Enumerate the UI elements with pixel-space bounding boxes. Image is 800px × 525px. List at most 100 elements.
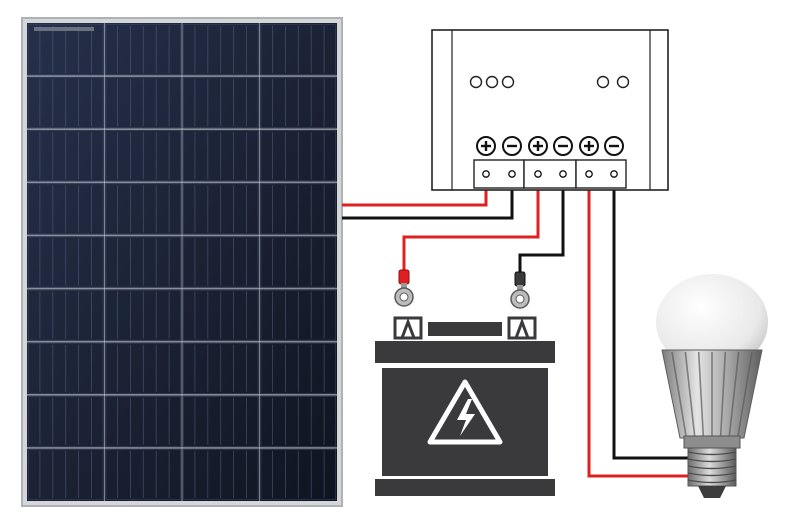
solar-cell [260,395,336,447]
terminal-screw [585,170,593,178]
battery-negative-terminal [507,316,537,340]
wire-load-positive [587,182,688,478]
terminal-screw [534,170,542,178]
wire-layer [342,182,688,478]
terminal-screw [610,170,618,178]
solar-cell [183,395,259,447]
bulb-screw-threads [687,451,737,484]
solar-cell [183,289,259,341]
battery-lid [375,341,555,363]
terminal-group-battery [523,159,577,189]
screw-thread [687,458,737,463]
led-bulb-icon [656,274,768,498]
solar-cell [183,77,259,129]
indicator-group-left [469,75,515,89]
battery-base [375,479,555,496]
solar-cell [260,130,336,182]
solar-panel-label [34,27,94,31]
solar-cell [105,342,181,394]
solar-cell [28,449,104,500]
bulb-heatsink-fins [671,351,753,437]
ring-terminal-neck [401,283,407,289]
solar-cell [260,77,336,129]
solar-cell [105,236,181,288]
screw-thread [687,451,737,456]
solar-cell [28,236,104,288]
solar-cell [183,183,259,235]
battery-icon [375,316,555,496]
solar-cell [183,130,259,182]
indicator-led [469,75,483,89]
solar-cell [105,77,181,129]
battery-top-bar [428,322,502,336]
solar-cell [105,183,181,235]
solar-cell [260,183,336,235]
ring-terminal-sleeve [514,271,526,287]
wire-battery-negative [518,182,565,274]
controller-load-negative [604,136,624,178]
solar-cell [183,342,259,394]
heatsink-fin [671,351,687,437]
wire-load-negative [612,182,688,460]
solar-cell [183,24,259,75]
indicator-led [501,75,515,89]
heatsink-fin [684,351,696,437]
solar-cell [28,342,104,394]
heatsink-fin [697,351,705,437]
indicator-led [596,75,610,89]
solar-cell [260,342,336,394]
heatsink-fin [737,351,753,437]
solar-panel-icon [21,17,343,507]
terminal-screw [559,170,567,178]
controller-panel-positive [476,136,496,178]
charge-controller-icon [431,29,669,191]
controller-battery-negative [553,136,573,178]
solar-cell [105,449,181,500]
terminal-group-panel [473,159,525,189]
solar-cell [105,395,181,447]
wire-panel-negative [342,182,514,220]
solar-cell [260,24,336,75]
bulb-glass [656,274,768,370]
bulb-collar [683,435,741,449]
solar-cell [28,289,104,341]
battery-positive-terminal [393,316,423,340]
screw-thread [687,472,737,477]
ring-terminal-hole [515,294,525,304]
ring-terminal-positive [394,269,414,307]
terminal-group-load [575,159,627,189]
screw-thread [687,479,737,484]
solar-cell [28,130,104,182]
indicator-led [616,75,630,89]
ring-terminal-hole [399,292,409,302]
solar-cell [105,289,181,341]
solar-cell [260,236,336,288]
terminal-block [473,159,627,189]
terminal-screw [482,170,490,178]
screw-thread [687,465,737,470]
solar-cell [28,183,104,235]
solar-cell [260,449,336,500]
high-voltage-icon [427,379,503,445]
ring-terminal-sleeve [398,269,410,285]
ring-terminal-negative [510,271,530,309]
terminal-symbols [476,136,624,178]
solar-cell [260,289,336,341]
wire-battery-positive [402,182,540,272]
controller-load-positive [579,136,599,178]
solar-cell-grid [27,23,337,501]
solar-cell [28,24,104,75]
indicator-group-right [596,75,630,89]
controller-battery-positive [528,136,548,178]
heatsink-fin [728,351,740,437]
indicator-led [485,75,499,89]
solar-cell [105,130,181,182]
solar-cell [183,449,259,500]
terminal-screw [508,170,516,178]
controller-panel-negative [502,136,522,178]
solar-cell [105,24,181,75]
heatsink-fin [719,351,727,437]
solar-cell [183,236,259,288]
solar-cell [28,395,104,447]
